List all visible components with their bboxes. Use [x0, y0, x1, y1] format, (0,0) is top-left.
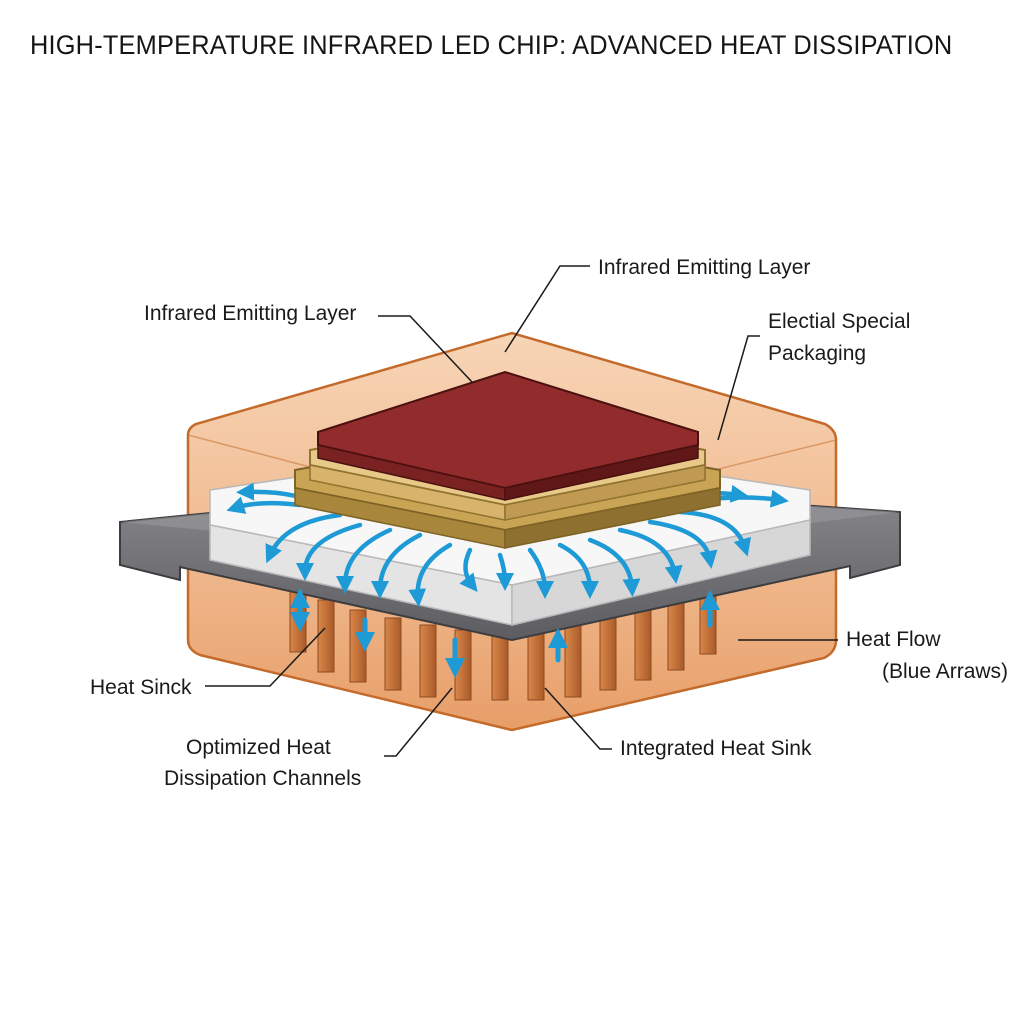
label-infrared-emitting-layer-left: Infrared Emitting Layer	[144, 302, 357, 325]
label-integrated-heat-sink: Integrated Heat Sink	[620, 737, 812, 760]
infrared-chip-top	[317, 370, 699, 501]
label-heat-flow-line2: (Blue Arraws)	[882, 660, 1009, 683]
page-title: HIGH-TEMPERATURE INFRARED LED CHIP: ADVA…	[30, 30, 953, 60]
leader-lines	[205, 265, 838, 757]
heat-flow-arrows	[226, 482, 789, 607]
label-packaging-line1: Electial Special	[768, 310, 911, 333]
label-heat-sinck: Heat Sinck	[90, 676, 192, 699]
label-channels-line2: Dissipation Channels	[164, 767, 362, 790]
label-infrared-emitting-layer-top: Infrared Emitting Layer	[598, 256, 811, 279]
label-heat-flow-line1: Heat Flow	[846, 628, 941, 651]
label-channels-line1: Optimized Heat	[186, 736, 331, 759]
label-packaging-line2: Packaging	[768, 342, 867, 365]
fin-heat-arrows	[290, 588, 720, 678]
